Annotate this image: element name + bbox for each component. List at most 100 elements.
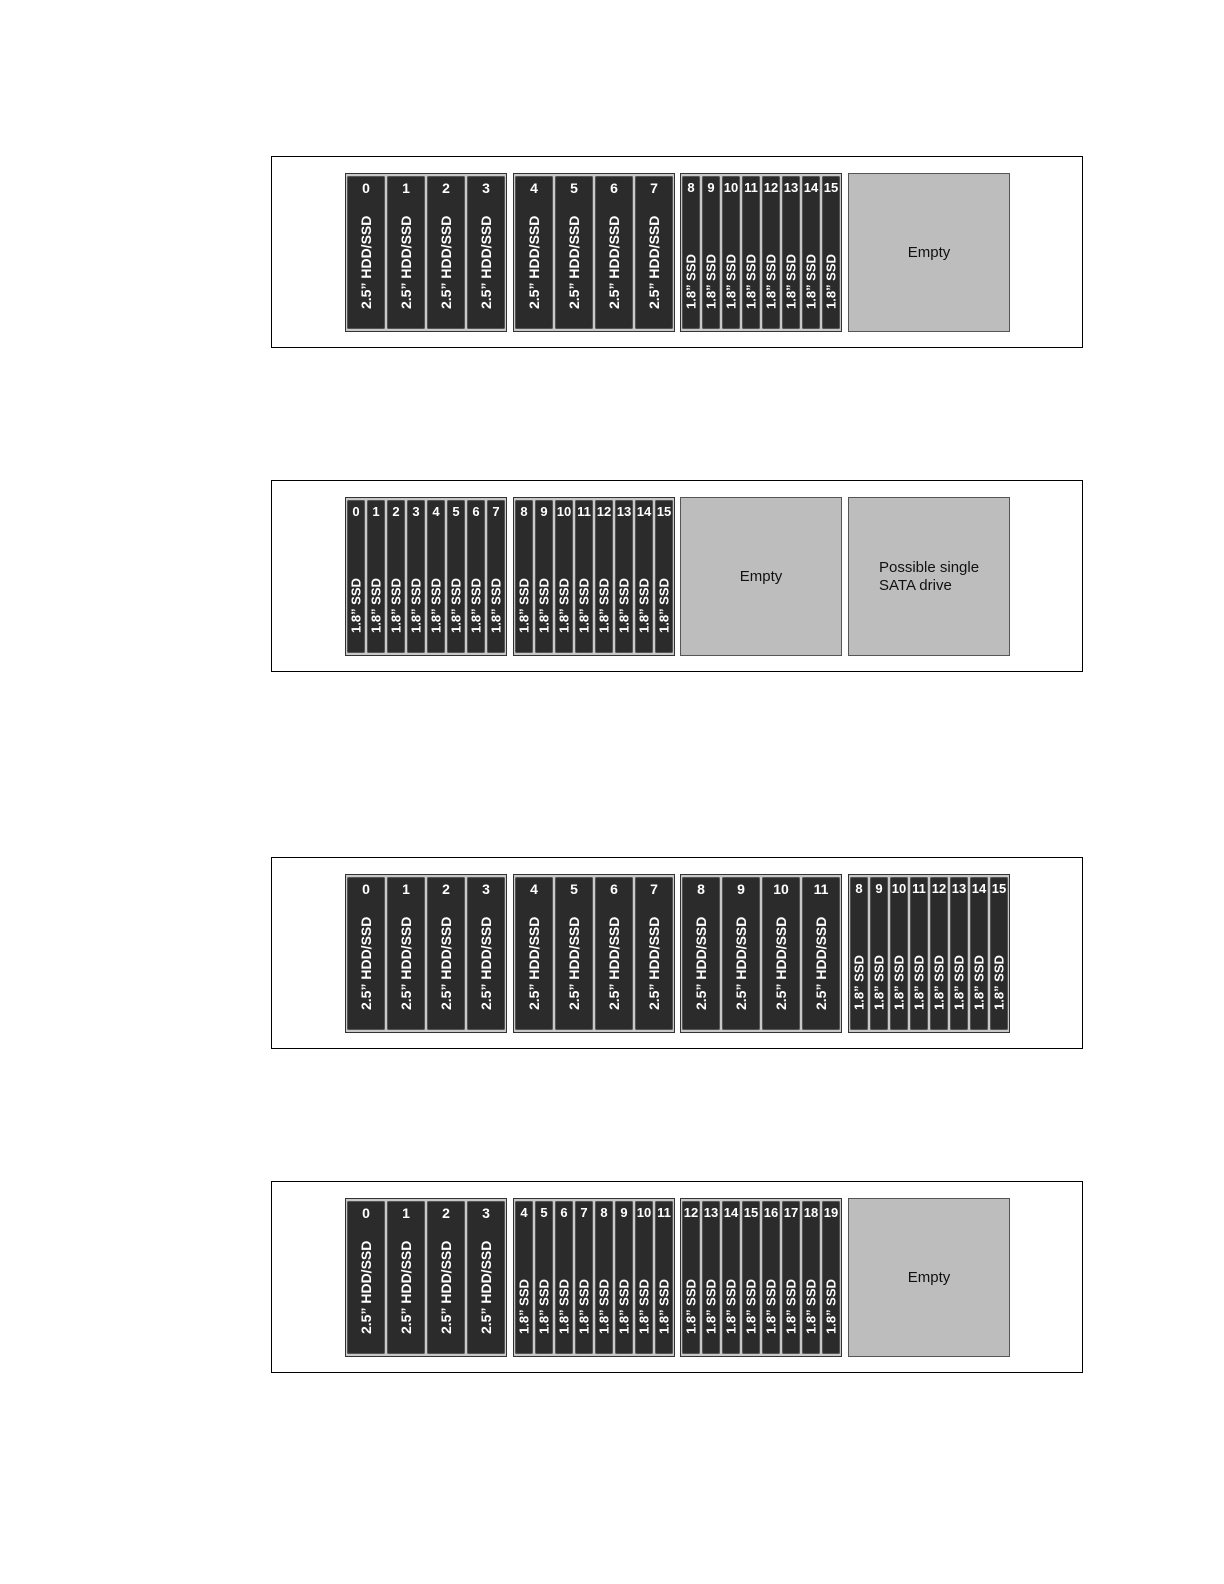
bay-number: 2	[442, 881, 450, 897]
drive-type-label: 1.8” SSD	[911, 955, 927, 1010]
drive-type-label: 2.5” HDD/SSD	[478, 1240, 494, 1334]
drive-type-label: 1.8” SSD	[743, 254, 759, 309]
drive-type-label: 1.8” SSD	[971, 955, 987, 1010]
bay-number: 4	[530, 180, 538, 196]
drive-type-label: 1.8” SSD	[596, 1279, 612, 1334]
bay-number: 12	[683, 1205, 699, 1220]
bay-number: 11	[744, 180, 758, 195]
bay-number: 1	[402, 180, 410, 196]
drive-bay: 7 1.8” SSD	[487, 500, 505, 653]
bay-number: 2	[442, 180, 450, 196]
bay-number: 6	[610, 881, 618, 897]
drive-type-label: 1.8” SSD	[743, 1279, 759, 1334]
empty-bay: Possible single SATA drive	[848, 497, 1010, 656]
drive-type-label: 1.8” SSD	[428, 578, 444, 633]
drive-bay: 9 1.8” SSD	[702, 176, 720, 329]
drive-type-label: 1.8” SSD	[616, 1279, 632, 1334]
bay-number: 11	[657, 1205, 671, 1220]
drive-type-label: 1.8” SSD	[368, 578, 384, 633]
drive-type-label: 1.8” SSD	[783, 254, 799, 309]
drive-type-label: 2.5” HDD/SSD	[646, 215, 662, 309]
drive-bay: 2 2.5” HDD/SSD	[427, 176, 465, 329]
empty-bay: Empty	[680, 497, 842, 656]
bay-number: 4	[520, 1205, 528, 1220]
drive-type-label: 2.5” HDD/SSD	[526, 916, 542, 1010]
bay-number: 9	[875, 881, 883, 896]
drive-type-label: 2.5” HDD/SSD	[358, 1240, 374, 1334]
drive-type-label: 1.8” SSD	[723, 1279, 739, 1334]
bay-number: 3	[482, 1205, 490, 1221]
drive-bay: 10 1.8” SSD	[722, 176, 740, 329]
drive-type-label: 2.5” HDD/SSD	[358, 215, 374, 309]
drive-type-label: 1.8” SSD	[723, 254, 739, 309]
drive-type-label: 1.8” SSD	[536, 578, 552, 633]
bay-number: 6	[560, 1205, 568, 1220]
drive-type-label: 1.8” SSD	[576, 578, 592, 633]
drive-type-label: 1.8” SSD	[703, 254, 719, 309]
drive-type-label: 2.5” HDD/SSD	[813, 916, 829, 1010]
drive-type-label: 1.8” SSD	[488, 578, 504, 633]
drive-type-label: 1.8” SSD	[596, 578, 612, 633]
drive-type-label: 1.8” SSD	[683, 1279, 699, 1334]
drive-type-label: 1.8” SSD	[703, 1279, 719, 1334]
empty-bay-label: Possible single SATA drive	[879, 558, 980, 594]
drive-type-label: 1.8” SSD	[516, 1279, 532, 1334]
drive-bay: 13 1.8” SSD	[702, 1201, 720, 1354]
bay-number: 10	[556, 504, 572, 519]
drive-type-label: 1.8” SSD	[891, 955, 907, 1010]
bay-number: 13	[703, 1205, 719, 1220]
bay-number: 9	[707, 180, 715, 195]
bay-number: 14	[723, 1205, 739, 1220]
bay-number: 12	[596, 504, 612, 519]
drive-type-label: 1.8” SSD	[991, 955, 1007, 1010]
bay-number: 0	[362, 1205, 370, 1221]
bay-number: 7	[580, 1205, 588, 1220]
drive-type-label: 1.8” SSD	[536, 1279, 552, 1334]
drive-bay: 9 1.8” SSD	[615, 1201, 633, 1354]
bay-number: 9	[620, 1205, 628, 1220]
drive-type-label: 2.5” HDD/SSD	[398, 916, 414, 1010]
drive-type-label: 1.8” SSD	[516, 578, 532, 633]
bay-number: 5	[570, 180, 578, 196]
bay-number: 0	[362, 881, 370, 897]
drive-bay: 1 2.5” HDD/SSD	[387, 176, 425, 329]
drive-type-label: 2.5” HDD/SSD	[733, 916, 749, 1010]
empty-bay-label: Empty	[739, 567, 783, 585]
drive-type-label: 1.8” SSD	[656, 578, 672, 633]
drive-type-label: 1.8” SSD	[763, 1279, 779, 1334]
bay-number: 10	[723, 180, 739, 195]
drive-type-label: 2.5” HDD/SSD	[398, 215, 414, 309]
bay-number: 7	[492, 504, 500, 519]
drive-type-label: 1.8” SSD	[803, 1279, 819, 1334]
drive-bay: 14 1.8” SSD	[722, 1201, 740, 1354]
drive-type-label: 1.8” SSD	[683, 254, 699, 309]
drive-type-label: 2.5” HDD/SSD	[438, 215, 454, 309]
bay-number: 8	[520, 504, 528, 519]
bay-number: 18	[803, 1205, 819, 1220]
